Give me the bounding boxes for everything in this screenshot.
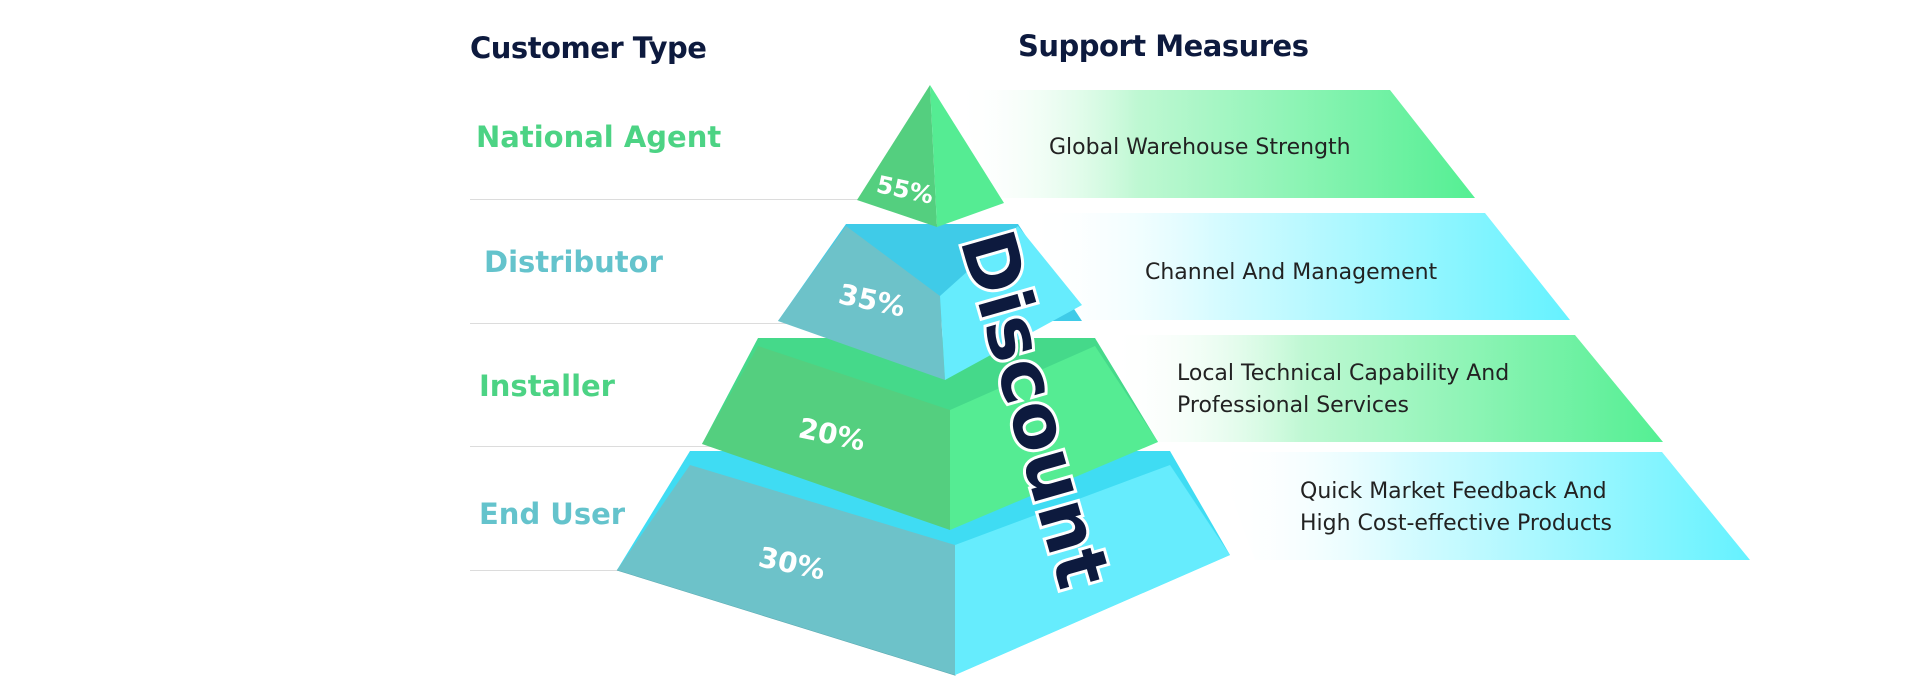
customer-label-national-agent: National Agent (476, 120, 722, 154)
tier-distributor-right-face (940, 226, 1082, 380)
measure-band-3 (1110, 335, 1663, 442)
measure-band-1 (955, 90, 1475, 198)
tier-distributor-left-face (778, 226, 945, 380)
row-divider (470, 570, 630, 571)
tier-installer-left-face (702, 346, 950, 530)
measure-line: Channel And Management (1145, 260, 1438, 285)
measure-line: Local Technical Capability And (1177, 361, 1510, 386)
measure-text-2: Channel And Management (1145, 257, 1437, 289)
measure-line: Quick Market Feedback And (1300, 479, 1607, 504)
measure-line: Professional Services (1177, 393, 1409, 418)
measure-line: High Cost-effective Products (1300, 511, 1613, 536)
measure-line: Global Warehouse Strength (1049, 135, 1351, 160)
tier-installer-right-face (950, 346, 1158, 530)
customer-label-distributor: Distributor (484, 245, 663, 279)
tier-end-user-left-face (617, 465, 955, 675)
measure-band-4 (1215, 452, 1750, 560)
customer-label-installer: Installer (479, 369, 615, 403)
tier-national-agent-right-face (930, 85, 1004, 227)
row-divider (470, 323, 800, 324)
measure-band-2 (1025, 213, 1570, 320)
customer-label-end-user: End User (479, 497, 626, 531)
customer-type-heading: Customer Type (470, 31, 707, 65)
measure-text-3: Local Technical Capability And Professio… (1177, 358, 1509, 422)
measure-text-1: Global Warehouse Strength (1049, 132, 1351, 164)
row-divider (470, 446, 730, 447)
tier-end-user-right-face (955, 465, 1230, 675)
measure-text-4: Quick Market Feedback And High Cost-effe… (1300, 476, 1612, 540)
row-divider (470, 199, 900, 200)
support-measures-heading: Support Measures (1018, 29, 1309, 63)
tier-national-agent-left-face (857, 85, 937, 227)
